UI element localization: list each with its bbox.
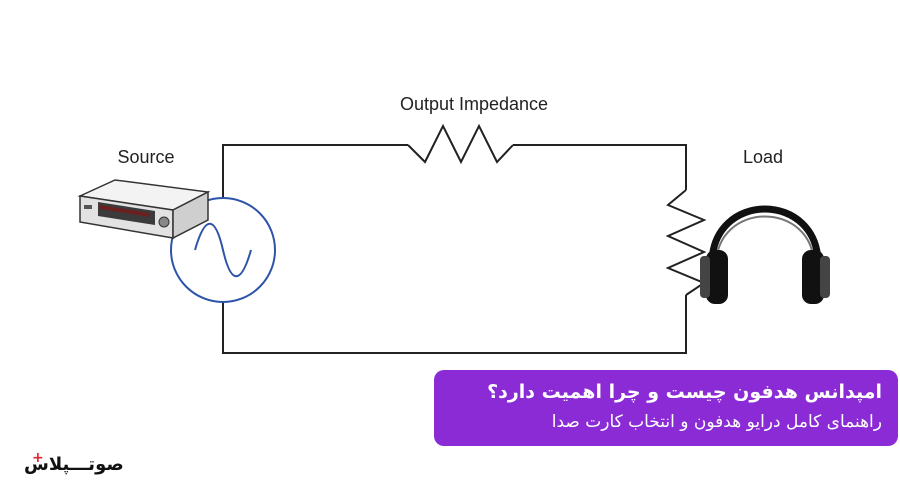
brand-logo: صوتـــپلاس + xyxy=(18,450,148,490)
banner-title: امپدانس هدفون چیست و چرا اهمیت دارد؟ xyxy=(487,381,882,403)
plus-icon: + xyxy=(32,450,44,466)
brand-logo-text: صوتـــپلاس xyxy=(24,454,124,475)
circuit-diagram: Output Impedance Source Load xyxy=(77,94,830,354)
source-device-icon xyxy=(77,179,211,240)
wire-bottom xyxy=(222,295,687,354)
output-impedance-resistor xyxy=(407,123,514,165)
sine-wave-icon xyxy=(194,222,252,278)
load-label: Load xyxy=(743,147,783,167)
wire-top-right xyxy=(513,144,687,190)
output-impedance-label: Output Impedance xyxy=(400,94,548,114)
load-resistor xyxy=(665,189,707,296)
source-label: Source xyxy=(117,147,174,167)
headphones-icon xyxy=(700,205,830,304)
title-banner: امپدانس هدفون چیست و چرا اهمیت دارد؟ راه… xyxy=(434,370,898,446)
banner-subtitle: راهنمای کامل درایو هدفون و انتخاب کارت ص… xyxy=(551,412,882,432)
